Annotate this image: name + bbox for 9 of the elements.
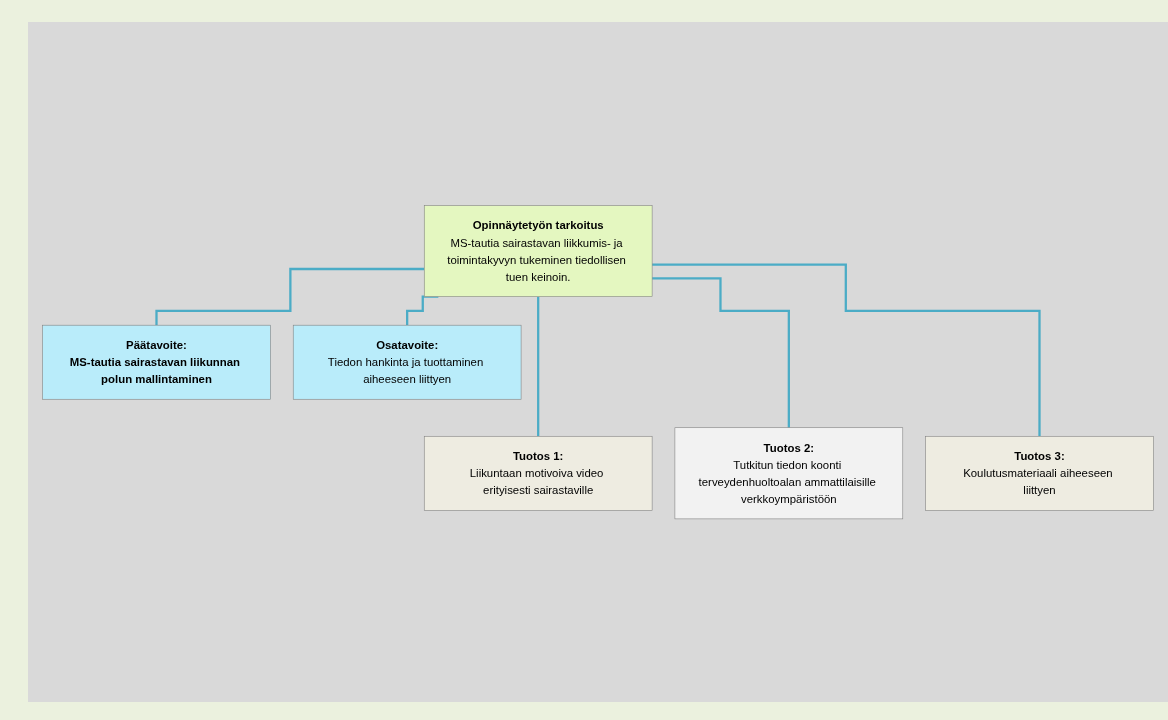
node-box: Päätavoite: MS-tautia sairastavan liikunnan polun mallintaminen (42, 324, 271, 400)
node-box: Tuotos 3: Koulutusmateriaali aiheeseen liittyen (925, 435, 1154, 511)
connector (652, 263, 1041, 438)
node-box: Opinnäytetyön tarkoitus MS-tautia sairastavan liikkumis- ja toimintakyvyn tukeminen tiedollisen tuen keinoin. (423, 205, 653, 297)
node-box: Tuotos 1: Liikuntaan motivoiva video erityisesti sairastaville (423, 435, 653, 511)
node-box: Osatavoite: Tiedon hankinta ja tuottaminen aiheeseen liittyen (292, 324, 522, 400)
connector (537, 295, 540, 438)
connector (652, 276, 790, 429)
node-box: Tuotos 2: Tutkitun tiedon koonti terveydenhuoltoalan ammattilaisille verkkoympäristöön (674, 427, 904, 519)
